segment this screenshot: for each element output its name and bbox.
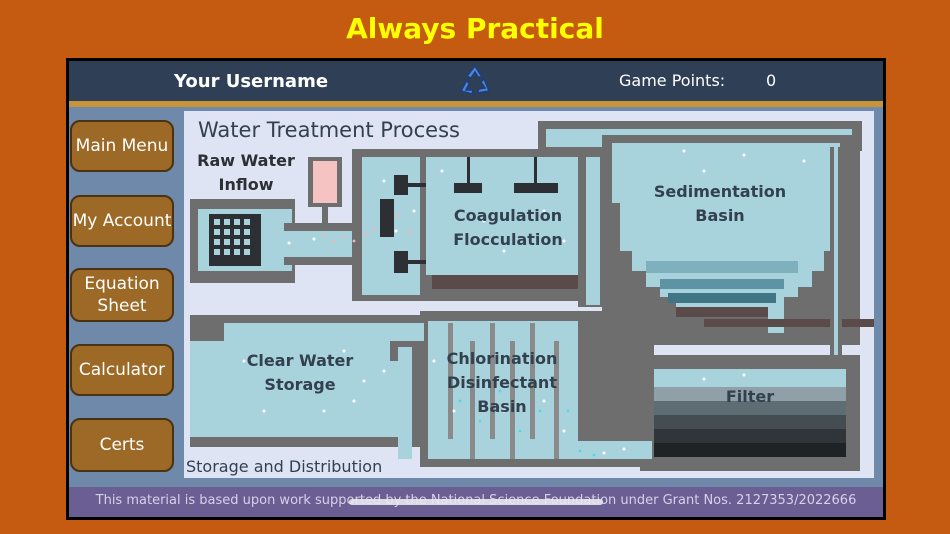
equation-sheet-button[interactable]: Equation Sheet — [70, 268, 174, 322]
clear-water-label-line1: Clear Water — [247, 351, 354, 370]
clear-water-top — [224, 323, 424, 341]
mixer-blade — [394, 251, 408, 273]
filter-layer-underdrain — [652, 429, 846, 443]
filter-water — [652, 369, 846, 387]
water-treatment-diagram: Water Treatment Process Raw Water Inflow… — [186, 118, 874, 476]
clear-water-label: Clear Water Storage — [247, 351, 354, 394]
filter-layer-sand — [652, 387, 846, 401]
chlorine-particles — [458, 389, 596, 457]
points-value: 0 — [766, 71, 777, 90]
recycle-icon — [459, 64, 491, 95]
main-menu-button[interactable]: Main Menu — [70, 120, 174, 172]
sedimentation-label-line2: Basin — [695, 206, 744, 225]
chlorination-label-line3: Basin — [477, 397, 526, 416]
flocculation-chamber — [426, 157, 578, 275]
points-label: Game Points: — [619, 71, 726, 90]
baffle — [420, 157, 426, 207]
page-title: Always Practical — [346, 12, 604, 45]
flocculator-paddle — [514, 183, 558, 193]
chlorination-baffle — [448, 323, 453, 439]
chlorination-baffle — [510, 341, 515, 459]
sedimentation-label-line1: Sedimentation — [654, 182, 786, 201]
sedimentation-label: Sedimentation Basin — [654, 182, 786, 225]
transfer-pipe-water — [586, 157, 600, 305]
filter-outlet-water — [578, 441, 652, 459]
bar-screen-gaps — [214, 219, 250, 255]
sludge-outlet — [704, 319, 874, 327]
settling-layer — [646, 261, 798, 273]
settling-layer — [668, 293, 776, 303]
rapid-mixer — [380, 199, 394, 237]
chemical-tank-fluid — [313, 161, 337, 203]
mixer-shaft — [408, 260, 426, 264]
calculator-button[interactable]: Calculator — [70, 344, 174, 396]
coagulation-label-line2: Flocculation — [453, 230, 563, 249]
raw-water-label-line1: Raw Water — [197, 151, 295, 170]
my-account-button[interactable]: My Account — [70, 195, 174, 247]
filter-label: Filter — [726, 387, 774, 406]
flocculator-paddle — [454, 183, 482, 193]
raw-water-label: Raw Water Inflow — [197, 151, 295, 194]
chlorination-baffle — [490, 323, 495, 439]
filter-layer-coarse — [652, 415, 846, 429]
diagram-title: Water Treatment Process — [198, 118, 460, 142]
chlorination-label-line1: Chlorination — [447, 349, 558, 368]
coagulation-label-line1: Coagulation — [454, 206, 562, 225]
coagulant-particles — [322, 213, 412, 243]
storage-distribution-label: Storage and Distribution — [186, 457, 382, 476]
chlorination-label-line2: Disinfectant — [447, 373, 557, 392]
mixer-shaft — [408, 183, 426, 187]
filter-inlet-pipe-water — [834, 147, 838, 355]
home-indicator[interactable] — [349, 499, 603, 505]
chlorination-label: Chlorination Disinfectant Basin — [447, 349, 558, 416]
sludge-layer — [676, 307, 768, 317]
water-bubbles — [242, 149, 806, 455]
raw-water-label-line2: Inflow — [219, 175, 274, 194]
clear-water-connector — [398, 347, 412, 459]
coagulation-label: Coagulation Flocculation — [453, 206, 563, 249]
filter-layer-base — [652, 443, 846, 457]
clear-water-storage — [190, 341, 404, 437]
chlorination-baffle — [530, 323, 535, 439]
filter-layer-gravel — [652, 401, 846, 415]
sludge-layer — [432, 275, 578, 289]
username: Your Username — [174, 71, 329, 92]
flocculator-shaft — [467, 157, 470, 183]
top-bar-stripe — [69, 101, 883, 107]
chemical-feed-line — [322, 207, 328, 227]
mixer-blade — [394, 175, 408, 195]
clear-water-label-line2: Storage — [264, 375, 335, 394]
settling-layer — [660, 279, 784, 289]
chlorination-baffle — [470, 341, 475, 459]
chlorination-baffle — [554, 341, 559, 459]
flocculator-shaft — [534, 157, 537, 183]
certs-button[interactable]: Certs — [70, 418, 174, 472]
